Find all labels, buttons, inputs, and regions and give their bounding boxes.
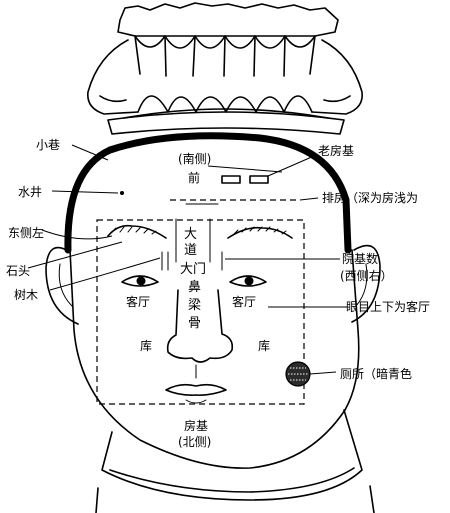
label-fangji: 房基: [184, 418, 208, 433]
facial-features: [107, 224, 293, 404]
leader-qian: [207, 165, 283, 173]
crown-drawing: [87, 2, 363, 135]
label-paifang: 排房（深为房浅为: [322, 190, 418, 205]
leader-shitou: [27, 241, 123, 269]
label-dongce-zuo: 东侧左: [8, 225, 44, 240]
label-cesuo: 厕所（暗青色: [340, 366, 412, 381]
label-nance: (南侧): [178, 151, 211, 166]
label-keting-right: 客厅: [232, 294, 256, 309]
label-xiaoxiang: 小巷: [36, 138, 60, 152]
label-bi: 鼻: [188, 279, 201, 295]
toilet-marker: [285, 361, 311, 387]
label-shuijing: 水井: [18, 185, 42, 199]
leader-paifang: [299, 197, 319, 201]
label-ku-right: 库: [258, 338, 270, 353]
eyebrow-left: [107, 224, 167, 239]
label-damen: 大门: [180, 262, 206, 277]
foundation-block-1: [221, 175, 241, 184]
old-foundation-blocks: [221, 175, 269, 184]
pupil-right: [244, 276, 254, 286]
boundary-dashed-box: [96, 219, 305, 405]
label-keting-left: 客厅: [126, 294, 150, 309]
label-yuanjishu: 院基数: [342, 251, 378, 266]
eye-right: [229, 275, 267, 287]
head-outline: [45, 132, 381, 513]
nose: [166, 289, 234, 363]
leader-shuijing: [51, 190, 119, 194]
label-laofangji: 老房基: [318, 143, 354, 158]
label-shumu: 树木: [14, 287, 38, 302]
foundation-block-2: [249, 175, 269, 184]
eye-left: [121, 275, 159, 287]
label-gu: 骨: [188, 316, 201, 331]
mouth: [165, 383, 227, 396]
label-qian: 前: [188, 170, 200, 185]
leader-laofangji: [267, 155, 315, 177]
text-labels: 小巷 水井 东侧左 石头 树木 (南侧) 前 老房基 排房（深为房浅为 大 道 …: [6, 138, 430, 449]
leader-dongce: [41, 229, 113, 240]
hairline-band: [64, 132, 352, 254]
leader-xiaoxiang: [71, 144, 109, 161]
pupil-left: [136, 276, 146, 286]
label-liang: 梁: [188, 298, 201, 313]
label-yanmu: 眼目上下为客厅: [346, 299, 430, 314]
leader-shumu: [49, 257, 161, 291]
leader-cesuo: [309, 371, 337, 375]
well-dot: [120, 191, 124, 195]
label-shitou: 石头: [6, 264, 30, 278]
house-boundary: [96, 199, 305, 405]
label-beice: (北侧): [178, 435, 211, 449]
label-da: 大: [184, 227, 197, 242]
label-xice-you: (西侧右）: [340, 268, 393, 283]
leader-lines: [27, 144, 348, 375]
label-ku-left: 库: [140, 338, 152, 353]
label-dao: 道: [184, 243, 197, 258]
